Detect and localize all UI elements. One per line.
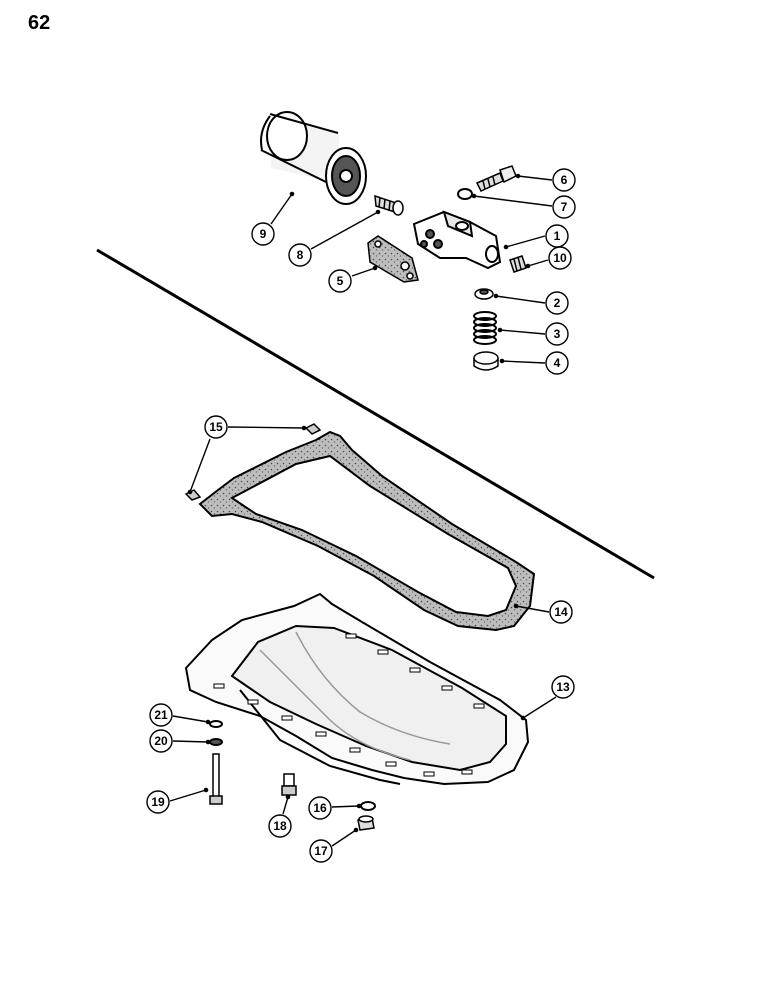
callout-arrow-3	[497, 327, 503, 333]
callout-leader-5	[351, 267, 376, 277]
connector-part	[374, 194, 404, 216]
drain-plug-part	[357, 815, 375, 831]
callout-leader-6	[517, 175, 553, 181]
callout-arrow-16	[356, 803, 362, 809]
callout-number-17: 17	[314, 844, 328, 858]
callout-arrow-7	[471, 193, 477, 199]
callout-leader-8	[310, 211, 379, 250]
callout-number-4: 4	[554, 356, 561, 370]
callout-number-14: 14	[554, 605, 568, 619]
bolt-part	[475, 165, 517, 192]
callout-circle-20	[149, 729, 173, 753]
callout-leader-3	[499, 329, 546, 335]
callout-arrow-19	[203, 787, 209, 793]
callout-circle-5	[328, 269, 352, 293]
flat-washer-part	[209, 738, 223, 746]
callout-number-10: 10	[553, 251, 567, 265]
spring-part	[473, 311, 497, 345]
callout-circle-9	[251, 222, 275, 246]
callout-number-21: 21	[154, 708, 168, 722]
callout-arrow-18	[285, 794, 291, 800]
callout-arrow-17	[353, 827, 359, 833]
callout-number-13: 13	[556, 680, 570, 694]
plug-part	[509, 255, 527, 273]
callout-circle-6	[552, 168, 576, 192]
callout-leader-9	[270, 193, 293, 225]
callout-leader-17	[331, 829, 357, 847]
adapter-gasket-part	[367, 235, 419, 283]
callout-number-18: 18	[273, 819, 287, 833]
callout-circle-17	[309, 839, 333, 863]
callout-arrow-8	[375, 209, 381, 215]
callout-number-16: 16	[313, 801, 327, 815]
oil-filter-part	[260, 111, 367, 205]
callout-leader-2	[495, 295, 546, 304]
callout-arrow-13	[520, 715, 526, 721]
callout-arrow-6	[515, 173, 521, 179]
oil-pan-gasket-part	[198, 430, 536, 632]
divider-line	[96, 248, 655, 580]
callout-leader-15	[227, 426, 305, 429]
callout-arrow-15	[301, 425, 307, 431]
callout-arrow-9	[289, 191, 295, 197]
callout-circle-3	[545, 322, 569, 346]
oil-pan-part	[184, 592, 530, 786]
washer-part	[457, 188, 473, 200]
callout-leader-18	[282, 796, 289, 815]
callout-arrow-15-1	[187, 489, 193, 495]
callout-number-2: 2	[554, 296, 561, 310]
callout-number-7: 7	[561, 200, 568, 214]
callout-circle-8	[288, 243, 312, 267]
callout-number-19: 19	[151, 795, 165, 809]
callout-circle-21	[149, 703, 173, 727]
callout-leader-14	[515, 605, 550, 613]
filter-adapter-part	[412, 210, 502, 270]
callout-circle-7	[552, 195, 576, 219]
callout-circle-16	[308, 796, 332, 820]
valve-part	[473, 351, 499, 371]
callout-arrow-4	[499, 358, 505, 364]
lock-washer-part	[209, 720, 223, 728]
callout-number-1: 1	[554, 229, 561, 243]
callout-arrow-20	[205, 739, 211, 745]
callout-arrow-21	[205, 719, 211, 725]
callout-arrow-10	[525, 263, 531, 269]
callout-number-5: 5	[337, 274, 344, 288]
callout-arrow-14	[513, 603, 519, 609]
callout-leader-21	[172, 715, 209, 723]
callout-circle-13	[551, 675, 575, 699]
callout-leader-13	[522, 696, 557, 719]
callout-number-8: 8	[297, 248, 304, 262]
callout-number-20: 20	[154, 734, 168, 748]
drain-plug-gasket-part	[360, 801, 376, 811]
callout-circle-15	[204, 415, 228, 439]
retainer-part	[474, 288, 494, 300]
callout-number-3: 3	[554, 327, 561, 341]
callout-circle-14	[549, 600, 573, 624]
callout-leader-4	[501, 360, 546, 364]
callout-number-6: 6	[561, 173, 568, 187]
callout-circle-19	[146, 790, 170, 814]
callout-leader-7	[473, 195, 553, 207]
callout-number-15: 15	[209, 420, 223, 434]
callout-leader-15-1	[189, 438, 211, 493]
callout-arrow-1	[503, 244, 509, 250]
page-number: 62	[28, 12, 51, 34]
callout-arrow-2	[493, 293, 499, 299]
callout-leader-16	[331, 805, 360, 808]
callout-leader-19	[169, 789, 207, 802]
pan-bolt-short-part	[281, 773, 297, 796]
callout-leader-10	[527, 259, 549, 267]
callout-circle-10	[548, 246, 572, 270]
callout-arrow-5	[372, 265, 378, 271]
callout-circle-4	[545, 351, 569, 375]
callout-leader-1	[505, 235, 546, 248]
callout-leader-20	[172, 740, 209, 743]
pan-bolt-long-part	[209, 753, 223, 805]
callout-circle-18	[268, 814, 292, 838]
callout-circle-2	[545, 291, 569, 315]
callout-number-9: 9	[260, 227, 267, 241]
